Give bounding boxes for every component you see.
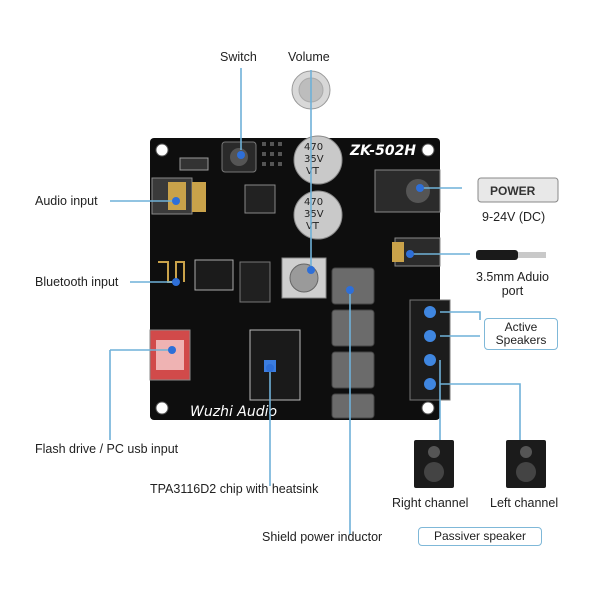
power-icon-plate [477,177,559,203]
board-model-text: ZK-502H [349,143,416,159]
bluetooth-ic [194,259,234,291]
aux-cable-tip [518,252,546,258]
label-audio-input: Audio input [35,194,98,208]
terminal-screws [424,306,436,390]
label-volume: Volume [288,50,330,64]
callout-dots [168,151,424,372]
label-aux-port: 3.5mm Aduio port [476,270,549,298]
mount-hole [155,143,169,157]
smd-part [239,261,271,303]
label-passive-speaker: Passiver speaker [418,527,542,546]
svg-text:VT: VT [306,221,320,232]
label-chip: TPA3116D2 chip with heatsink [150,482,319,496]
label-voltage: 9-24V (DC) [482,210,546,224]
svg-text:35V: 35V [304,209,324,220]
audio-input-pins [192,182,206,212]
svg-text:35V: 35V [304,154,324,165]
brand-silkscreen: Wuzhi Audio [190,404,277,420]
label-left-channel: Left channel [490,496,559,510]
left-speaker-icon [506,440,546,488]
label-flash-drive: Flash drive / PC usb input [35,442,179,456]
aux-cable-plug [476,250,518,260]
mount-hole [421,401,435,415]
capacitor: 470 35V VT [293,135,343,185]
label-inductor: Shield power inductor [262,530,383,544]
pin-header [262,142,282,166]
right-speaker-icon [414,440,454,488]
label-active-line1: Active [504,320,538,334]
label-aux-port-line2: port [501,284,524,298]
label-right-channel: Right channel [392,496,469,510]
label-active-speakers: Active Speakers [484,318,558,350]
label-bluetooth-input: Bluetooth input [35,275,119,289]
power-icon-text: POWER [490,184,536,198]
power-inductors [331,267,375,419]
callout-lines [109,68,521,535]
label-active-line2: Speakers [495,333,547,347]
aux-port-pins [392,242,404,262]
label-aux-port-line1: 3.5mm Aduio [476,270,549,284]
mount-hole [421,143,435,157]
usb-port-inner [156,340,184,370]
svg-text:470: 470 [304,197,323,208]
label-switch: Switch [220,50,257,64]
svg-text:VT: VT [306,166,320,177]
mount-hole [155,401,169,415]
audio-input-pins [168,182,186,210]
regulator-ic [244,184,276,214]
smd-part [179,157,209,171]
svg-text:470: 470 [304,142,323,153]
capacitor: 470 35V VT [293,190,343,240]
